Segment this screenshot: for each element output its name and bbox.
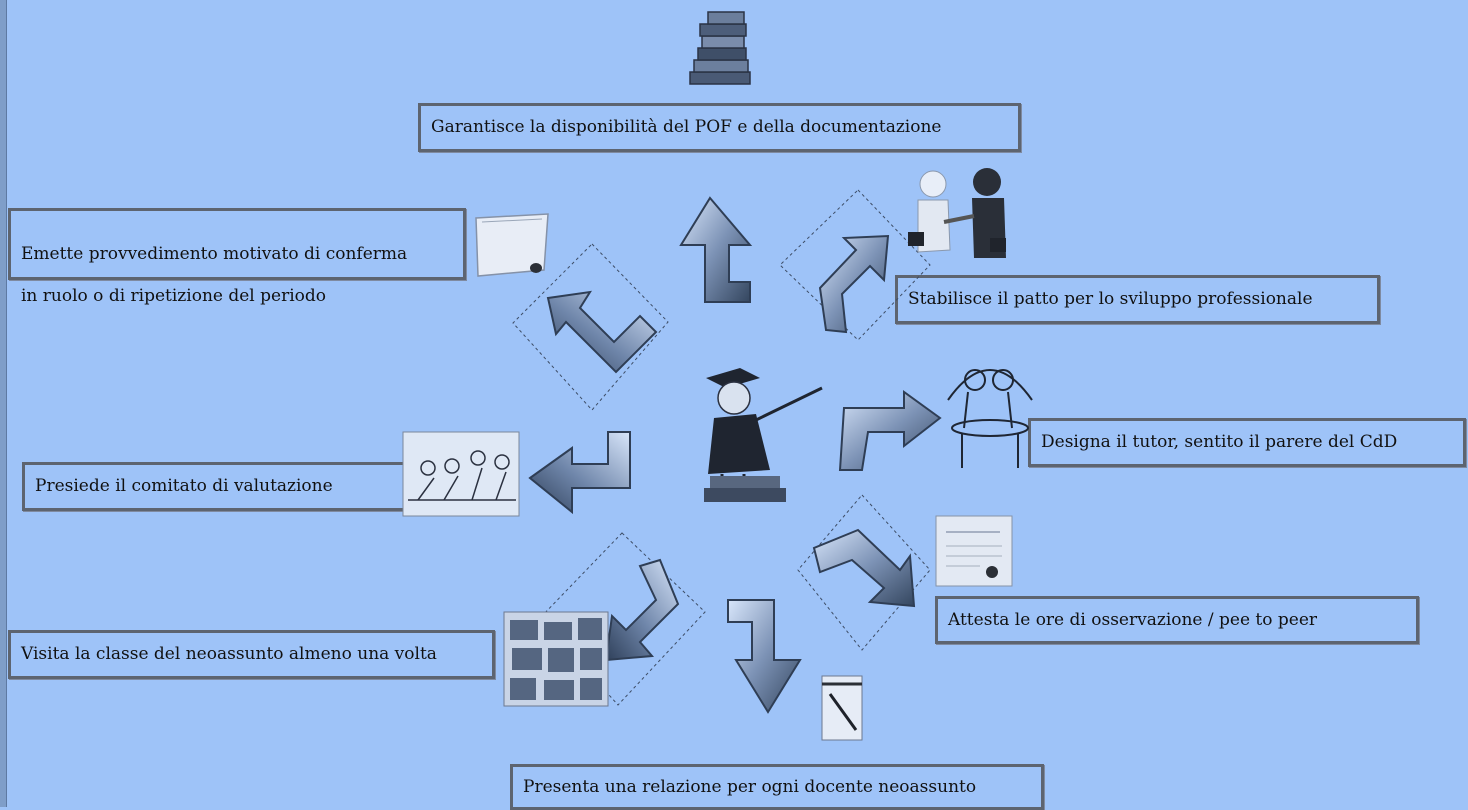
committee-drawing-icon (402, 431, 520, 517)
classroom-collage-icon (503, 611, 609, 707)
box-visita: Visita la classe del neoassunto almeno u… (8, 630, 495, 679)
diamond-frame-lower-right (797, 494, 931, 651)
box-ore-text: Attesta le ore di osservazione / pee to … (948, 609, 1318, 630)
notepad-pen-icon (821, 675, 863, 741)
box-visita-text: Visita la classe del neoassunto almeno u… (21, 644, 437, 664)
stack-of-books-icon (689, 11, 751, 85)
box-tutor: Designa il tutor, sentito il parere del … (1028, 418, 1466, 467)
box-ore: Attesta le ore di osservazione / pee to … (935, 596, 1419, 644)
arrow-upper-right (818, 234, 890, 334)
arrow-right (838, 390, 942, 471)
diamond-frame-upper-left (512, 243, 669, 411)
diamond-frame-lower-left (539, 532, 706, 706)
certificate-icon (935, 515, 1013, 587)
meeting-table-icon (947, 369, 1033, 468)
box-comitato: Presiede il comitato di valutazione (22, 462, 408, 511)
handshake-icon (908, 168, 1006, 258)
arrow-lower-right (812, 528, 916, 608)
professor-graduate-icon (704, 368, 823, 502)
box-relazione: Presenta una relazione per ogni docente … (510, 764, 1044, 810)
box-provvedimento-line2: in ruolo o di ripetizione del periodo (21, 286, 326, 306)
left-edge-rule (0, 0, 7, 807)
box-pof: Garantisce la disponibilità del POF e de… (418, 103, 1021, 152)
arrow-up (679, 196, 753, 303)
arrow-down (727, 599, 802, 714)
box-patto-text: Stabilisce il patto per lo sviluppo prof… (908, 289, 1313, 309)
arrow-upper-left (546, 290, 658, 374)
scroll-icon (475, 213, 549, 277)
box-tutor-text: Designa il tutor, sentito il parere del … (1041, 432, 1398, 452)
box-relazione-text: Presenta una relazione per ogni docente … (523, 776, 977, 797)
box-patto: Stabilisce il patto per lo sviluppo prof… (895, 275, 1380, 324)
box-provvedimento: Emette provvedimento motivato di conferm… (8, 208, 466, 306)
box-comitato-text: Presiede il comitato di valutazione (35, 476, 333, 496)
arrow-left (528, 431, 631, 515)
box-provvedimento-line1: Emette provvedimento motivato di conferm… (21, 244, 408, 264)
box-pof-text: Garantisce la disponibilità del POF e de… (431, 117, 942, 137)
arrow-lower-left (604, 558, 680, 662)
